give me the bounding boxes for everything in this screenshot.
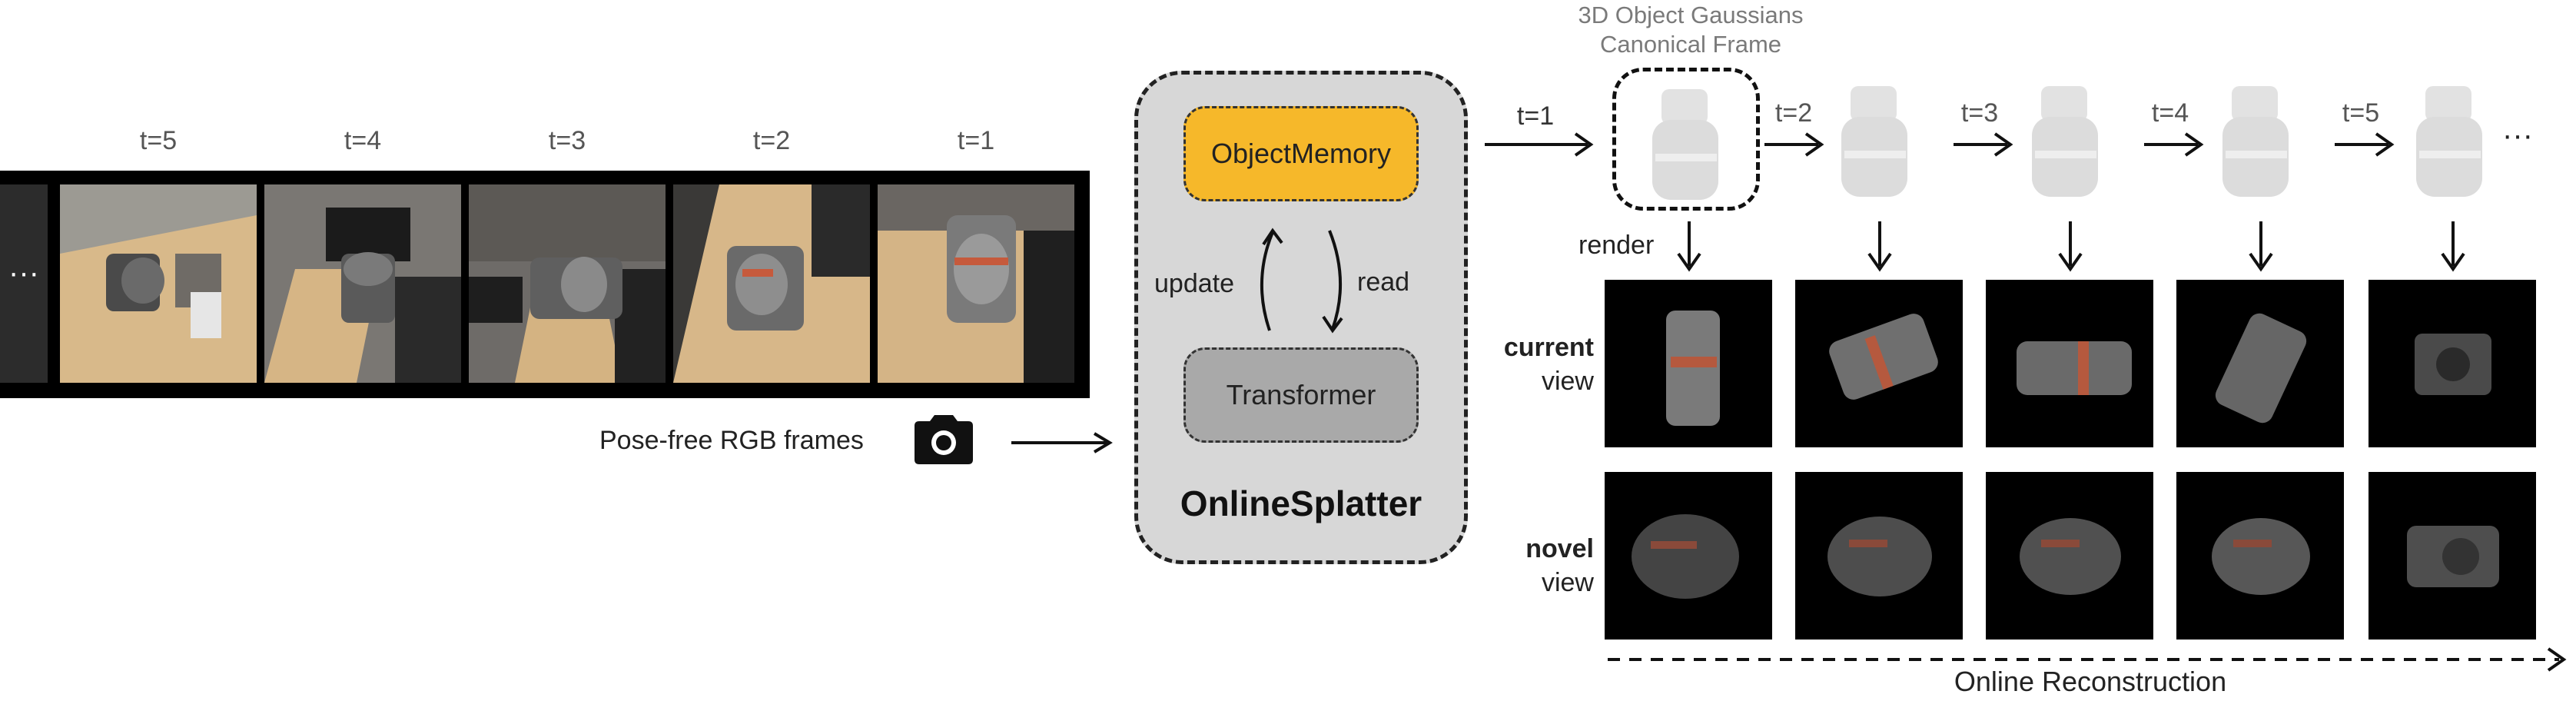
novel-view-label: novel view <box>1471 532 1594 600</box>
gaussian-arrow-label-t2: t=2 <box>1774 98 1813 128</box>
gaussian-arrow-t5 <box>2335 132 2395 157</box>
gaussian-arrow-t1 <box>1485 132 1594 157</box>
novel-view-t5 <box>2369 472 2536 640</box>
canonical-frame-box <box>1612 68 1760 211</box>
render-arrow-3 <box>2058 221 2083 272</box>
time-label-t2: t=2 <box>752 126 791 155</box>
input-arrow <box>1011 432 1113 453</box>
gaussian-arrow-t2 <box>1764 132 1824 157</box>
gaussians-title-line1: 3D Object Gaussians <box>1578 2 1804 28</box>
input-caption: Pose-free RGB frames <box>599 426 864 455</box>
time-label-t5: t=5 <box>139 126 178 155</box>
current-view-t2 <box>1795 280 1963 447</box>
render-arrow-2 <box>1867 221 1892 272</box>
gaussian-more-indicator: ··· <box>2502 118 2533 152</box>
gaussian-object-t2 <box>1841 86 1907 197</box>
read-label: read <box>1357 267 1410 297</box>
time-label-t3: t=3 <box>548 126 586 155</box>
gaussian-arrow-label-t1: t=1 <box>1516 101 1555 131</box>
novel-view-t2 <box>1795 472 1963 640</box>
transformer-box: Transformer <box>1183 347 1419 443</box>
render-arrow-4 <box>2249 221 2273 272</box>
gaussian-arrow-label-t5: t=5 <box>2342 98 2380 128</box>
gaussian-arrow-t4 <box>2144 132 2204 157</box>
render-label: render <box>1578 231 1655 260</box>
current-view-t5 <box>2369 280 2536 447</box>
time-label-t1: t=1 <box>957 126 995 155</box>
online-reconstruction-label: Online Reconstruction <box>1954 666 2227 697</box>
current-view-t3 <box>1986 280 2153 447</box>
input-frame-t1 <box>878 184 1074 383</box>
gaussian-object-t5 <box>2416 86 2482 197</box>
render-arrow-5 <box>2441 221 2465 272</box>
gaussian-object-t1 <box>1652 89 1718 200</box>
film-more-indicator: ··· <box>0 184 48 383</box>
gaussian-object-t4 <box>2222 86 2289 197</box>
current-view-t4 <box>2176 280 2344 447</box>
input-frame-t4 <box>264 184 461 383</box>
online-reconstruction-arrow <box>1608 647 2567 672</box>
novel-view-t3 <box>1986 472 2153 640</box>
update-read-cycle-arrows <box>1260 228 1343 334</box>
gaussian-object-t3 <box>2032 86 2098 197</box>
current-label-rest: view <box>1541 367 1594 396</box>
gaussians-title-line2: Canonical Frame <box>1599 31 1782 58</box>
gaussian-arrow-label-t4: t=4 <box>2151 98 2189 128</box>
input-frame-t2 <box>673 184 870 383</box>
update-label: update <box>1154 269 1234 298</box>
camera-icon <box>913 414 974 470</box>
current-label-bold: current <box>1503 333 1594 362</box>
gaussian-arrow-t3 <box>1954 132 2013 157</box>
input-frame-t5 <box>60 184 257 383</box>
time-label-t4: t=4 <box>344 126 382 155</box>
novel-label-bold: novel <box>1525 534 1594 563</box>
novel-view-t1 <box>1605 472 1772 640</box>
novel-label-rest: view <box>1541 568 1594 597</box>
online-splatter-title: OnlineSplatter <box>1180 483 1422 523</box>
gaussian-arrow-label-t3: t=3 <box>1960 98 1999 128</box>
object-memory-box: ObjectMemory <box>1183 106 1419 201</box>
current-view-label: current view <box>1471 331 1594 398</box>
render-arrow-1 <box>1677 221 1701 272</box>
input-frame-t3 <box>469 184 666 383</box>
current-view-t1 <box>1605 280 1772 447</box>
novel-view-t4 <box>2176 472 2344 640</box>
